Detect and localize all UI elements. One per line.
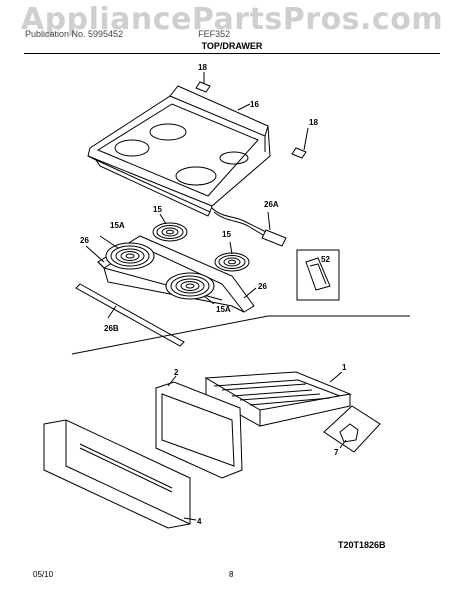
callout-26: 26 bbox=[258, 282, 267, 291]
diagram-code: T20T1826B bbox=[338, 540, 386, 550]
callout-52: 52 bbox=[321, 255, 330, 264]
drawer-panel-frame bbox=[155, 375, 243, 479]
callout-1: 1 bbox=[342, 363, 347, 372]
surface-element-15-top bbox=[152, 213, 188, 242]
drawer-front-panel bbox=[43, 419, 197, 529]
callout-26: 26 bbox=[80, 236, 89, 245]
callout-15a: 15A bbox=[110, 221, 125, 230]
part-52-inset bbox=[296, 249, 340, 301]
callout-15a: 15A bbox=[216, 305, 231, 314]
callout-18: 18 bbox=[198, 63, 207, 72]
surface-element-15a-left bbox=[99, 235, 155, 270]
publication-line: Publication No. 5995452 FEF352 bbox=[25, 29, 230, 39]
bracket-18-right bbox=[291, 147, 307, 159]
trim-strip-26b bbox=[75, 283, 185, 347]
callout-7: 7 bbox=[334, 448, 339, 457]
surface-element-15a-bottom bbox=[165, 272, 215, 305]
cooktop-element-ring bbox=[175, 166, 217, 186]
footer-date: 05/10 bbox=[33, 570, 54, 579]
cooktop-element-ring bbox=[149, 123, 187, 141]
part-7-inset bbox=[323, 405, 381, 453]
bracket-18-left bbox=[195, 81, 211, 93]
drawer-body bbox=[204, 371, 352, 427]
cooktop-element-ring bbox=[219, 151, 249, 165]
callout-4: 4 bbox=[197, 517, 202, 526]
callout-18: 18 bbox=[309, 118, 318, 127]
callout-26b: 26B bbox=[104, 324, 119, 333]
wiring-harness-26a bbox=[211, 207, 287, 247]
callout-15: 15 bbox=[153, 205, 162, 214]
callout-15: 15 bbox=[222, 230, 231, 239]
callout-16: 16 bbox=[250, 100, 259, 109]
cooktop-assembly bbox=[87, 72, 309, 217]
model-number: FEF352 bbox=[198, 29, 231, 39]
watermark: AppliancePartsPros.com bbox=[20, 2, 444, 37]
footer-page-number: 8 bbox=[229, 570, 234, 579]
cooktop-element-ring bbox=[114, 139, 150, 157]
section-title: TOP/DRAWER bbox=[201, 41, 263, 51]
surface-element-15-right bbox=[214, 241, 250, 272]
header-rule bbox=[24, 53, 440, 54]
callout-26a: 26A bbox=[264, 200, 279, 209]
publication-number: Publication No. 5995452 bbox=[25, 29, 124, 39]
section-divider bbox=[71, 315, 410, 355]
callout-2: 2 bbox=[174, 368, 179, 377]
